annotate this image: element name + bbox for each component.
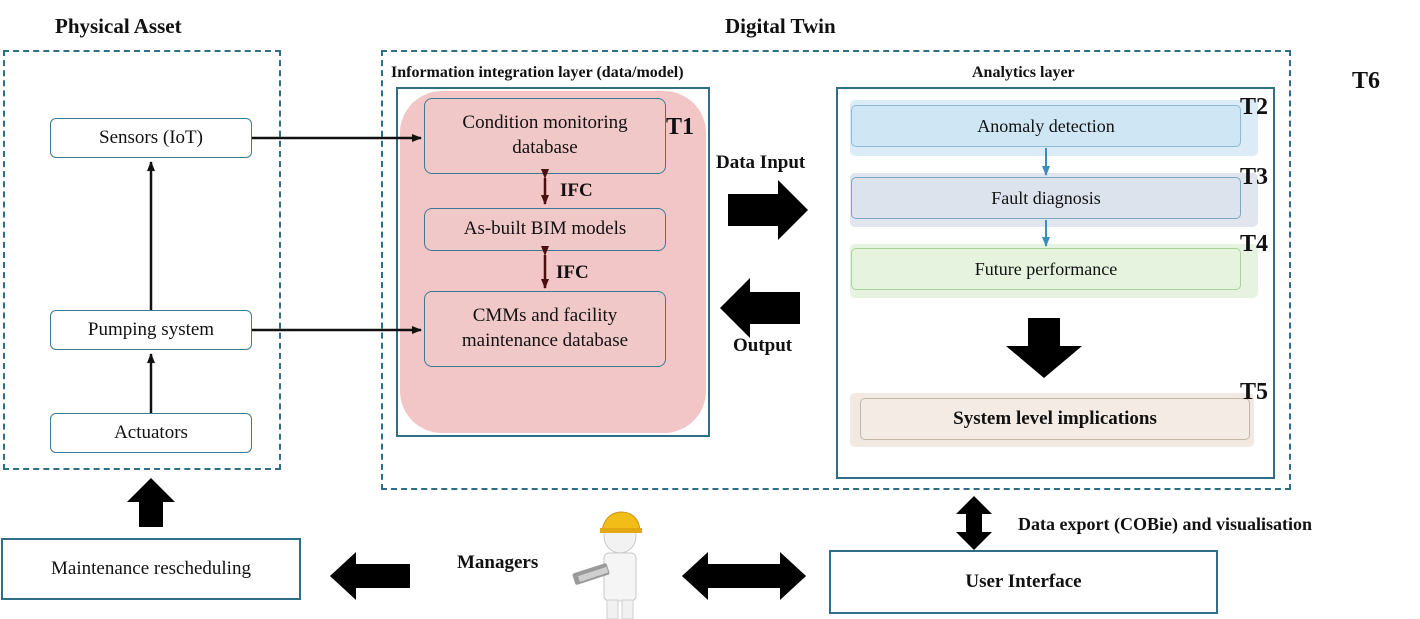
- physical-asset-container: [3, 50, 281, 470]
- maintenance-rescheduling-box[interactable]: Maintenance rescheduling: [1, 538, 301, 600]
- info-layer-box: [396, 87, 710, 437]
- t1-label: T1: [666, 114, 695, 140]
- managers-label: Managers: [457, 552, 539, 573]
- condition-monitoring-db-box[interactable]: Condition monitoring database: [424, 98, 666, 174]
- output-arrow: [720, 278, 800, 338]
- maintenance-up-arrow: [127, 478, 175, 527]
- output-label: Output: [733, 335, 793, 356]
- fault-diagnosis-box[interactable]: Fault diagnosis: [851, 177, 1241, 219]
- data-input-label: Data Input: [716, 152, 806, 173]
- t3-label: T3: [1240, 164, 1269, 190]
- cmms-db-box[interactable]: CMMs and facility maintenance database: [424, 291, 666, 367]
- t4-label: T4: [1240, 231, 1269, 257]
- analytics-layer-box: [836, 87, 1275, 479]
- ui-twin-double-arrow: [956, 496, 992, 550]
- future-performance-box[interactable]: Future performance: [851, 248, 1241, 290]
- digital-twin-title: Digital Twin: [725, 14, 836, 38]
- ifc-label-1: IFC: [560, 180, 593, 201]
- physical-asset-title: Physical Asset: [55, 14, 182, 38]
- manager-figure-icon: [572, 511, 642, 619]
- data-export-label: Data export (COBie) and visualisation: [1018, 514, 1313, 534]
- bim-models-box[interactable]: As-built BIM models: [424, 208, 666, 251]
- analytics-layer-label: Analytics layer: [972, 64, 1075, 81]
- data-input-arrow: [728, 180, 808, 240]
- t2-label: T2: [1240, 94, 1269, 120]
- actuators-box[interactable]: Actuators: [50, 413, 252, 453]
- analytics-down-arrow: [1006, 318, 1082, 378]
- info-layer-label: Information integration layer (data/mode…: [391, 64, 684, 81]
- sensors-box[interactable]: Sensors (IoT): [50, 118, 252, 158]
- managers-to-maintenance-arrow: [330, 552, 410, 600]
- pumping-system-box[interactable]: Pumping system: [50, 310, 252, 350]
- managers-ui-double-arrow: [682, 552, 806, 600]
- t5-label: T5: [1240, 379, 1269, 405]
- digital-twin-container: [381, 50, 1291, 490]
- t6-label: T6: [1352, 68, 1381, 94]
- ifc-label-2: IFC: [556, 262, 589, 283]
- anomaly-detection-box[interactable]: Anomaly detection: [851, 105, 1241, 147]
- system-implications-box[interactable]: System level implications: [860, 398, 1250, 440]
- user-interface-box[interactable]: User Interface: [829, 550, 1218, 614]
